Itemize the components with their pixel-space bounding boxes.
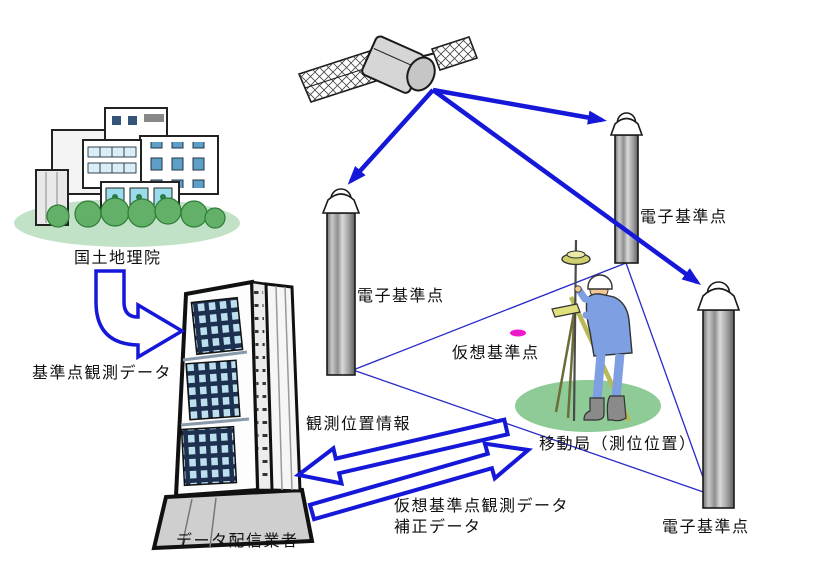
ground-ellipse — [515, 380, 661, 432]
satellite-signal-arrows — [347, 87, 702, 285]
surveyor-arm-up — [575, 286, 600, 306]
surveyor-boot — [583, 397, 605, 421]
tripod-leg — [554, 306, 577, 413]
baseline-lines — [352, 262, 710, 495]
tripod-leg — [566, 306, 577, 419]
ref-obs-data-label: 基準点観測データ — [32, 365, 173, 382]
surveyor-arm-book — [582, 302, 616, 324]
data-provider-building — [151, 279, 315, 551]
signal-arrow-to-bottom-right-station — [431, 88, 702, 285]
gsi-bushes — [46, 197, 226, 229]
ers-bottom-right-label: 電子基準点 — [662, 519, 750, 536]
surveyor-figure — [551, 239, 633, 422]
ers-top-right-label: 電子基準点 — [640, 209, 728, 226]
tower-window-panels — [180, 296, 244, 487]
reference-station-pillar-left — [321, 188, 361, 376]
gsi-label: 国土地理院 — [74, 250, 162, 267]
observation-position-arrow — [293, 417, 511, 487]
signal-arrow-to-left-station — [347, 88, 435, 185]
virtual-ref-label: 仮想基準点 — [452, 345, 540, 362]
surveyor-helmet — [587, 274, 613, 290]
obs-position-info-label: 観測位置情報 — [306, 416, 412, 433]
vrs-obs-data-label: 仮想基準点観測データ — [394, 498, 570, 515]
gsi-building — [14, 107, 240, 247]
signal-arrow-to-top-right-station — [432, 87, 607, 125]
correction-data-label: 補正データ — [394, 519, 482, 536]
ers-left-label: 電子基準点 — [357, 288, 445, 305]
mobile-station-label: 移動局（測位位置） — [539, 436, 697, 453]
gnss-pole — [572, 239, 578, 422]
gsi-to-provider-arrow — [94, 269, 186, 361]
data-provider-label: データ配信業者 — [176, 533, 299, 550]
satellite-solar-panel-right — [430, 36, 479, 71]
virtual-reference-point-marker — [510, 329, 526, 337]
baseline-topright-bottomright — [625, 262, 710, 495]
gps-satellite — [297, 35, 479, 103]
correction-data-arrow — [307, 441, 533, 522]
window-grid — [146, 142, 212, 188]
field-book — [551, 303, 581, 318]
baseline-left-topright — [352, 262, 627, 371]
reference-station-pillar-bottom-right — [696, 281, 741, 509]
window-dash-column — [254, 289, 269, 486]
reference-station-pillar-top-right — [609, 112, 644, 264]
surveyor-boot — [606, 395, 627, 422]
baseline-left-bottomright — [352, 369, 710, 495]
